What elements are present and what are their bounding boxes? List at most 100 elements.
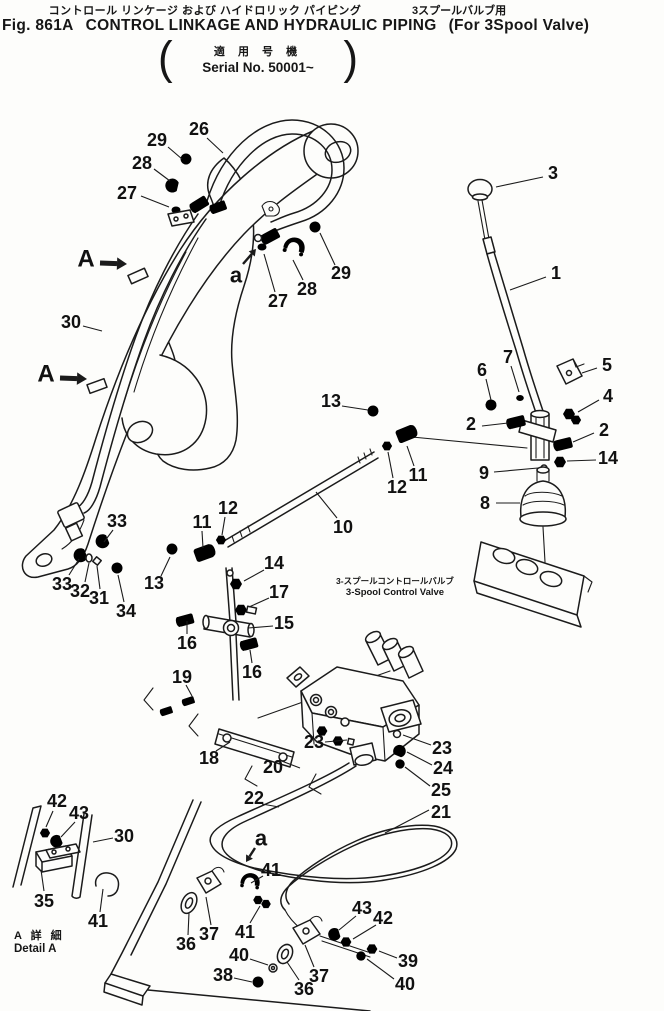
- callout-19: 19: [172, 667, 192, 687]
- callout-39: 39: [398, 951, 418, 971]
- leader-line: [261, 803, 280, 808]
- leader-line: [45, 810, 54, 828]
- bolt-29-glyph: [300, 219, 323, 241]
- leader-line: [248, 597, 270, 608]
- bushing-16-glyph: [174, 613, 195, 628]
- callout-27: 27: [268, 291, 288, 311]
- leader-line: [315, 491, 338, 519]
- bolt-25-glyph: [394, 758, 406, 777]
- figure-title-suffix: (For 3Spool Valve): [448, 17, 590, 34]
- callout-41: 41: [261, 860, 281, 880]
- callout-42: 42: [47, 791, 67, 811]
- view-marker-a: a: [255, 826, 268, 851]
- leader-line: [82, 325, 103, 332]
- callout-13: 13: [144, 573, 164, 593]
- nut-41-glyph: [253, 895, 263, 905]
- nut-12-glyph: [381, 441, 393, 451]
- shim-23-glyph: [346, 737, 355, 746]
- callout-23: 23: [432, 738, 452, 758]
- leader-line: [509, 276, 547, 291]
- leader-line: [404, 766, 431, 787]
- callout-21: 21: [431, 802, 451, 822]
- callout-12: 12: [387, 477, 407, 497]
- leader-line: [185, 684, 193, 697]
- pin-19-glyph: [181, 695, 196, 707]
- view-marker-A: A: [77, 246, 94, 273]
- leader-line: [117, 574, 125, 603]
- leader-line: [566, 459, 597, 462]
- callout-30: 30: [114, 826, 134, 846]
- control-lever: [411, 178, 557, 461]
- callout-3: 3: [548, 163, 558, 183]
- clip-28-glyph: [163, 176, 181, 195]
- callout-40: 40: [229, 945, 249, 965]
- callout-4: 4: [603, 386, 613, 406]
- bushing-2-glyph: [552, 436, 574, 452]
- callout-14: 14: [264, 553, 284, 573]
- leader-line: [103, 529, 114, 543]
- nut-12-glyph: [215, 535, 227, 545]
- callout-36: 36: [294, 979, 314, 999]
- hook-41-glyph: [94, 872, 120, 897]
- pin-31-glyph: [92, 556, 102, 566]
- leader-line: [140, 195, 170, 208]
- leader-line: [160, 556, 171, 577]
- callout-14: 14: [598, 448, 618, 468]
- control-valve: [286, 630, 424, 777]
- clamp-41-glyph: [239, 871, 261, 890]
- nut-42-glyph: [39, 828, 51, 838]
- callout-26: 26: [189, 119, 209, 139]
- leader-line: [221, 516, 226, 536]
- coupler-11-glyph: [192, 542, 218, 563]
- bracket-37-glyph: [292, 919, 321, 945]
- callout-12: 12: [218, 498, 238, 518]
- coupler-11-glyph: [394, 423, 420, 444]
- hose-loop-26: [206, 119, 345, 234]
- callout-23: 23: [304, 732, 324, 752]
- callout-29: 29: [147, 130, 167, 150]
- leader-line: [263, 253, 276, 293]
- figure-title-row: Fig. 861A CONTROL LINKAGE AND HYDRAULIC …: [2, 17, 589, 35]
- leader-line: [292, 259, 304, 281]
- leader-line: [581, 367, 598, 374]
- callout-2: 2: [466, 414, 476, 434]
- clamp-28-glyph: [282, 234, 308, 257]
- leader-line: [304, 944, 315, 968]
- leader-line: [247, 625, 274, 629]
- leader-line: [60, 821, 76, 838]
- callout-20: 20: [263, 757, 283, 777]
- callout-11: 11: [408, 465, 427, 485]
- callout-38: 38: [213, 965, 233, 985]
- plug-17-glyph: [235, 604, 247, 616]
- callout-13: 13: [321, 391, 341, 411]
- view-arrow-icon: [246, 847, 257, 862]
- serial-number: Serial No. 50001~: [202, 60, 314, 75]
- view-arrow-icon: [242, 249, 256, 265]
- bolt-38-glyph: [251, 975, 273, 991]
- leader-line: [485, 378, 492, 401]
- callout-28: 28: [297, 279, 317, 299]
- bellcrank-linkage: [143, 567, 391, 795]
- callout-42: 42: [373, 908, 393, 928]
- serial-paren-open: (: [158, 32, 173, 85]
- washer-7-glyph: [516, 395, 524, 401]
- callout-7: 7: [503, 347, 513, 367]
- callout-10: 10: [333, 517, 353, 537]
- figure-title: CONTROL LINKAGE AND HYDRAULIC PIPING: [85, 17, 437, 34]
- leader-line: [249, 958, 269, 966]
- fastener-cluster-arm-foot: [72, 532, 131, 583]
- leader-line: [249, 649, 253, 664]
- leader-line: [378, 950, 398, 959]
- callout-9: 9: [479, 463, 489, 483]
- figure-number: Fig. 861A: [2, 17, 74, 34]
- leader-line: [406, 751, 433, 766]
- leader-line: [495, 176, 544, 188]
- fitting-cluster-upper: [163, 151, 280, 227]
- ring-23-glyph: [392, 729, 402, 739]
- leader-line: [278, 759, 301, 769]
- title-japanese: コントロール リンケージ および ハイドロリック パイピング: [48, 5, 362, 17]
- callout-34: 34: [116, 601, 136, 621]
- view-arrow-icon: [59, 372, 87, 385]
- callout-29: 29: [331, 263, 351, 283]
